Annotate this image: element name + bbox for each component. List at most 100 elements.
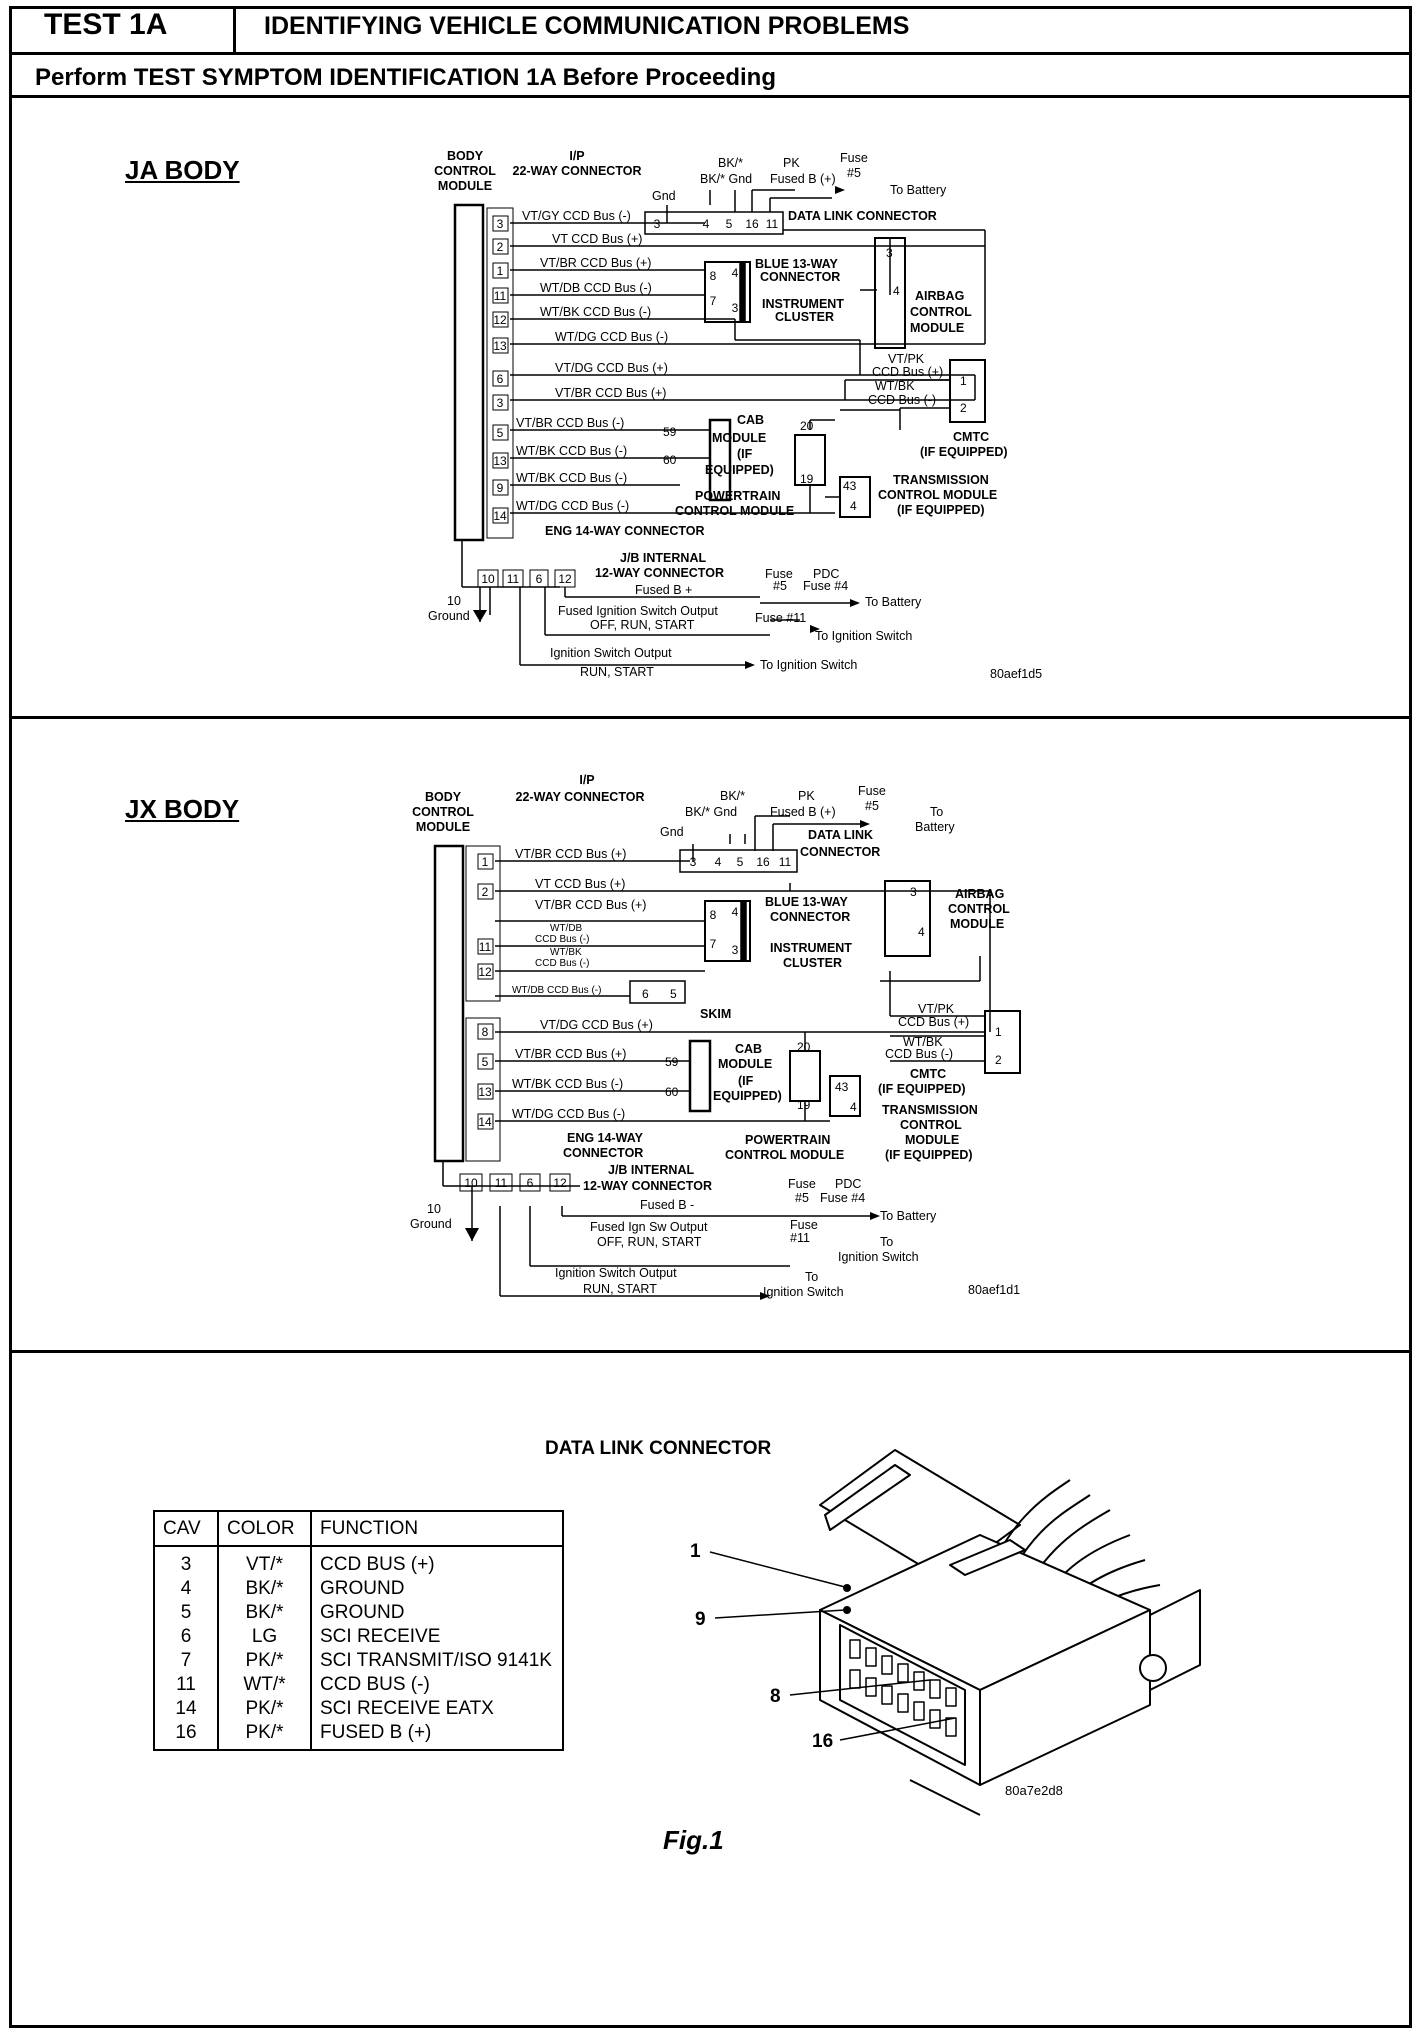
color-cell: VT/* [217,1546,312,1577]
jx-tcm-1: TRANSMISSION [882,1103,978,1117]
ja-to-ign-1: To Ignition Switch [815,629,912,643]
jx-skim-pin-1: 6 [642,987,649,1001]
ja-bcm-pin-10: 13 [493,454,507,468]
ja-cab-2: MODULE [712,431,766,445]
ja-blue-pin-2: 4 [732,266,739,280]
jx-ign1-1: Fused Ign Sw Output [590,1220,708,1234]
jx-wire-9: VT/DG CCD Bus (+) [540,1018,653,1032]
jx-dlc-pin-2: 4 [715,855,722,869]
ja-cmtc-wire-3: WT/BK [875,379,915,393]
jx-skim-pin-2: 5 [670,987,677,1001]
jx-to-ign-4: Ignition Switch [763,1285,844,1299]
jx-cluster-1: INSTRUMENT [770,941,852,955]
jx-blue-label-2: CONNECTOR [770,910,850,924]
jx-cab-2: MODULE [718,1057,772,1071]
ja-ip-label-1: I/P [569,149,584,163]
jx-cmtc-wire-3: WT/BK [903,1035,943,1049]
ja-fused-b: Fused B + [635,583,692,597]
ja-wire-9: VT/BR CCD Bus (-) [516,416,624,430]
color-cell: WT/* [217,1673,312,1697]
ja-bcm-pin-7: 6 [497,372,504,386]
ja-jb-2: 12-WAY CONNECTOR [595,566,724,580]
ja-dlc-pin-5: 11 [766,217,779,231]
ja-bcm-pin-2: 2 [497,240,504,254]
jx-dlc-pin-3: 5 [737,855,744,869]
jx-pk: PK [798,789,815,803]
jx-bcm-pin-5: 8 [482,1025,489,1039]
ja-bk-gnd: BK/* Gnd [700,172,752,186]
ja-bcm-pin-8: 3 [497,396,504,410]
ja-dlc-pin-1: 3 [654,217,661,231]
ja-dlc-pin-3: 5 [726,217,733,231]
ja-wire-7: VT/DG CCD Bus (+) [555,361,668,375]
jx-fuse: Fuse [858,784,886,798]
page-frame [9,6,1412,2028]
jx-pcm-pin-1: 20 [797,1040,811,1054]
ja-cab-1: CAB [737,413,764,427]
ja-dlc-pin-4: 16 [745,217,759,231]
cav-cell: 4 [153,1577,219,1601]
jx-dlc-label-1: DATA LINK [808,828,873,842]
ja-to-ign-2: To Ignition Switch [760,658,857,672]
figure-caption: Fig.1 [663,1825,724,1855]
jx-to-ign-3: To [805,1270,818,1284]
ja-tcm-1: TRANSMISSION [893,473,989,487]
jx-skim: SKIM [700,1007,731,1021]
ja-airbag-3: MODULE [910,321,964,335]
ja-jb-pin-4: 12 [558,572,572,586]
jx-blue-pin-1: 8 [710,908,717,922]
ja-wire-10: WT/BK CCD Bus (-) [516,444,627,458]
ja-blue-label-2: CONNECTOR [760,270,840,284]
jx-pcm-1: POWERTRAIN [745,1133,830,1147]
ja-jb-pin-2: 11 [507,572,520,586]
ja-bcm-pin-3: 1 [497,264,504,278]
ja-dlc-label: DATA LINK CONNECTOR [788,209,937,223]
ja-wire-6: WT/DG CCD Bus (-) [555,330,668,344]
jx-jb-pin-1: 10 [464,1176,478,1190]
jx-blue-pin-3: 7 [710,937,717,951]
jx-wiring-diagram: BODY CONTROL MODULE I/P 22-WAY CONNECTOR… [410,773,1021,1300]
ja-ign1-2: OFF, RUN, START [590,618,695,632]
header-divider [233,6,236,55]
cav-cell: 6 [153,1625,219,1649]
jx-tcm-2: CONTROL [900,1118,962,1132]
color-cell: LG [217,1625,312,1649]
jx-bcm-pin-4: 12 [478,965,492,979]
jx-cab-1: CAB [735,1042,762,1056]
ja-body-label: JA BODY [125,155,240,185]
ja-bcm-pin-11: 9 [497,481,504,495]
ja-pcm-pin-2: 19 [800,472,814,486]
function-cell: FUSED B (+) [310,1721,564,1751]
jx-wire-10: VT/BR CCD Bus (+) [515,1047,626,1061]
ja-cab-pin-2: 60 [663,453,677,467]
ja-to-battery-2: To Battery [865,595,922,609]
ja-wire-2: VT CCD Bus (+) [552,232,642,246]
cav-cell: 16 [153,1721,219,1751]
jx-fused: Fused B (+) [770,805,836,819]
col-cav: CAV [153,1510,219,1547]
ja-airbag-pin-2: 4 [893,284,900,298]
jx-jb-pin-2: 11 [495,1176,508,1190]
jx-bcm-label-1: BODY [425,790,462,804]
subtitle-rule [9,95,1412,98]
ja-cab-pin-1: 59 [663,425,677,439]
ja-eng: ENG 14-WAY CONNECTOR [545,524,705,538]
ja-pcm-pin-1: 20 [800,419,814,433]
jx-fused-b: Fused B - [640,1198,694,1212]
ja-ground-1: 10 [447,594,461,608]
ja-to-battery: To Battery [890,183,947,197]
jx-airbag-3: MODULE [950,917,1004,931]
jx-jb-2: 12-WAY CONNECTOR [583,1179,712,1193]
section-divider-2 [9,1350,1412,1353]
function-cell: SCI TRANSMIT/ISO 9141K [310,1649,564,1673]
function-cell: SCI RECEIVE [310,1625,564,1649]
jx-wire-11: WT/BK CCD Bus (-) [512,1077,623,1091]
dlc-callout-1: 1 [690,1541,701,1562]
function-cell: GROUND [310,1601,564,1625]
function-cell: CCD BUS (+) [310,1546,564,1577]
dlc-connector-drawing: 1 9 8 16 80a7e2d8 [690,1449,1201,1816]
ja-ign1-1: Fused Ignition Switch Output [558,604,718,618]
jx-airbag-pin-2: 4 [918,925,925,939]
